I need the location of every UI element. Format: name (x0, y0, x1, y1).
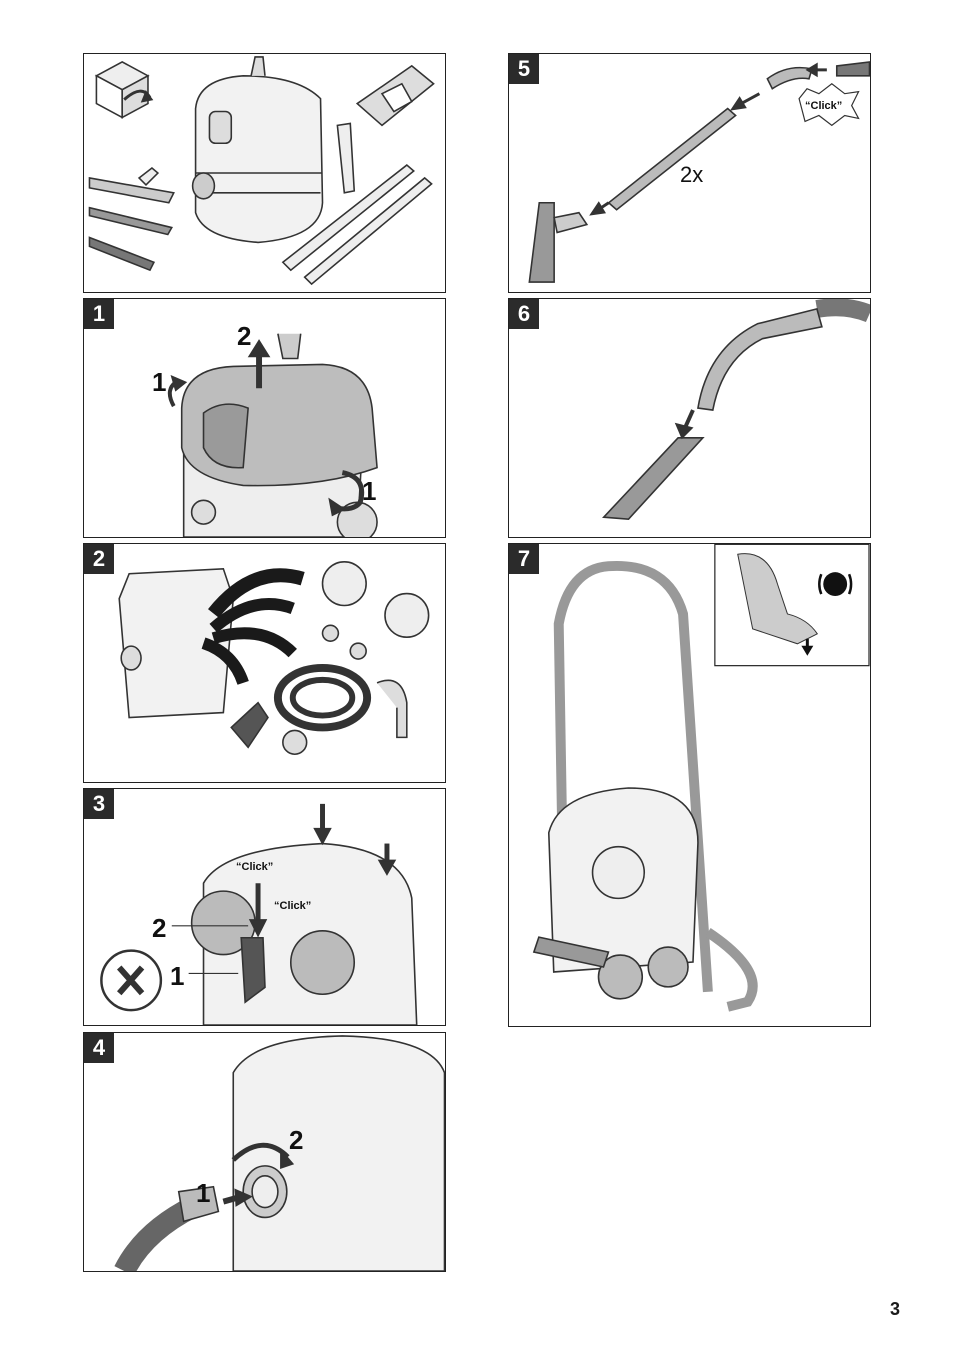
panel-step-5: 5 “Click” 2x (508, 53, 871, 293)
step-number-badge: 4 (84, 1033, 114, 1063)
step-2-illustration (84, 544, 445, 782)
step-number-badge: 1 (84, 299, 114, 329)
panel-step-6: 6 (508, 298, 871, 538)
step-number-badge: 2 (84, 544, 114, 574)
contents-illustration (84, 54, 445, 292)
panel-step-3: 3 “Click” “Click” 2 1 (83, 788, 446, 1026)
click-callout: “Click” (805, 100, 842, 112)
panel-step-2: 2 (83, 543, 446, 783)
step-number-badge: 3 (84, 789, 114, 819)
step-3-illustration (84, 789, 445, 1025)
step-7-illustration (509, 544, 870, 1026)
step-6-illustration (509, 299, 870, 537)
step-number-badge: 7 (509, 544, 539, 574)
callout-label: 1 (170, 961, 184, 992)
callout-label: 2 (237, 321, 251, 352)
detail-inset (715, 544, 869, 665)
callout-label: 2 (152, 913, 166, 944)
step-4-illustration (84, 1033, 445, 1271)
step-number-badge: 5 (509, 54, 539, 84)
panel-step-1: 1 2 1 1 (83, 298, 446, 538)
step-1-illustration (84, 299, 445, 537)
callout-label: 2 (289, 1125, 303, 1156)
click-callout: “Click” (274, 900, 311, 912)
page-number: 3 (890, 1299, 900, 1320)
panel-contents (83, 53, 446, 293)
panel-step-7: 7 (508, 543, 871, 1027)
step-number-badge: 6 (509, 299, 539, 329)
callout-label: 1 (196, 1178, 210, 1209)
multiplier-label: 2x (680, 162, 703, 188)
callout-label: 1 (362, 476, 376, 507)
callout-label: 1 (152, 367, 166, 398)
click-callout: “Click” (236, 861, 273, 873)
panel-step-4: 4 2 1 (83, 1032, 446, 1272)
